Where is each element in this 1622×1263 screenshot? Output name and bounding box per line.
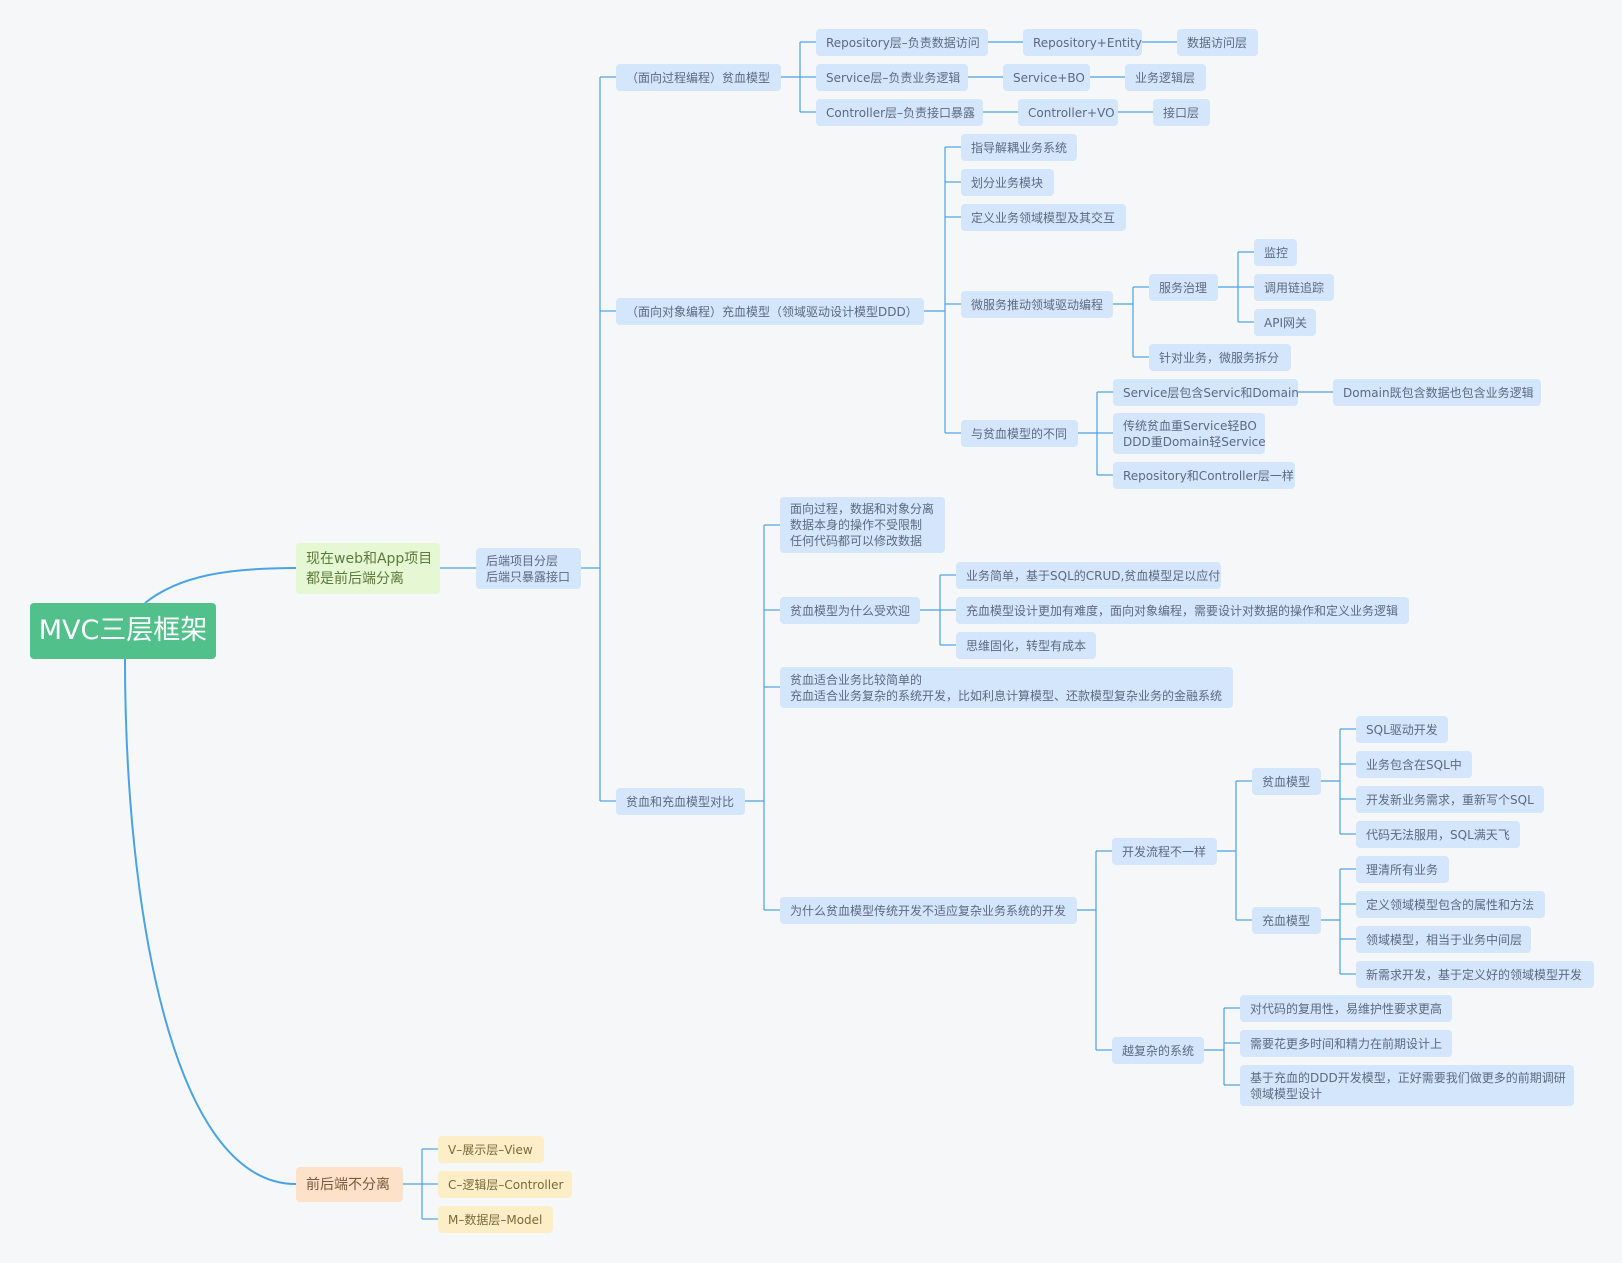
topic-service-layer[interactable]: Service层–负责业务逻辑 — [816, 64, 968, 91]
topic-fit-scenarios[interactable]: 贫血适合业务比较简单的 充血适合业务复杂的系统开发，比如利息计算模型、还款模型复… — [780, 667, 1233, 708]
topic-domain-data-and-logic[interactable]: Domain既包含数据也包含业务逻辑 — [1333, 379, 1541, 406]
topic-data-access-layer[interactable]: 数据访问层 — [1177, 29, 1258, 56]
topic-anemic-flow[interactable]: 贫血模型 — [1252, 768, 1321, 795]
topic-why-anemic-unfit[interactable]: 为什么贫血模型传统开发不适应复杂业务系统的开发 — [780, 897, 1077, 924]
topic-more-upfront-design[interactable]: 需要花更多时间和精力在前期设计上 — [1240, 1030, 1452, 1057]
topic-define-domain-props[interactable]: 定义领域模型包含的属性和方法 — [1356, 891, 1545, 918]
topic-anemic-model[interactable]: （面向过程编程）贫血模型 — [616, 64, 781, 91]
connector-line — [144, 567, 297, 604]
topic-dev-flow-differs[interactable]: 开发流程不一样 — [1112, 838, 1217, 865]
topic-not-separated[interactable]: 前后端不分离 — [296, 1167, 403, 1202]
topic-service-governance[interactable]: 服务治理 — [1149, 274, 1218, 301]
topic-service-contains-domain[interactable]: Service层包含Servic和Domain — [1113, 379, 1299, 406]
topic-new-sql[interactable]: 开发新业务需求，重新写个SQL — [1356, 786, 1544, 813]
topic-controller-layer[interactable]: C–逻辑层–Controller — [438, 1171, 572, 1198]
topic-repository-entity[interactable]: Repository+Entity — [1023, 29, 1142, 56]
topic-api-gateway[interactable]: API网关 — [1254, 309, 1316, 336]
topic-model-layer[interactable]: M–数据层–Model — [438, 1206, 553, 1233]
root-topic[interactable]: MVC三层框架 — [30, 603, 216, 659]
topic-simple-crud[interactable]: 业务简单，基于SQL的CRUD,贫血模型足以应付 — [956, 562, 1221, 589]
topic-decouple[interactable]: 指导解耦业务系统 — [961, 134, 1077, 161]
topic-no-reuse[interactable]: 代码无法服用，SQL满天飞 — [1356, 821, 1520, 848]
topic-reuse-maintainability[interactable]: 对代码的复用性，易维护性要求更高 — [1240, 995, 1452, 1022]
topic-new-dev-on-domain[interactable]: 新需求开发，基于定义好的领域模型开发 — [1356, 961, 1594, 988]
topic-controller-vo[interactable]: Controller+VO — [1018, 99, 1118, 126]
topic-more-complex[interactable]: 越复杂的系统 — [1112, 1037, 1204, 1064]
topic-ddd-more-research[interactable]: 基于充血的DDD开发模型，正好需要我们做更多的前期调研 领域模型设计 — [1240, 1065, 1574, 1106]
topic-rich-harder[interactable]: 充血模型设计更加有难度，面向对象编程，需要设计对数据的操作和定义业务逻辑 — [956, 597, 1409, 624]
topic-sql-driven[interactable]: SQL驱动开发 — [1356, 716, 1448, 743]
topic-service-bo[interactable]: Service+BO — [1003, 64, 1090, 91]
topic-rich-model-ddd[interactable]: （面向对象编程）充血模型（领域驱动设计模型DDD） — [616, 298, 924, 325]
topic-repository-layer[interactable]: Repository层–负责数据访问 — [816, 29, 988, 56]
topic-why-anemic-popular[interactable]: 贫血模型为什么受欢迎 — [780, 597, 920, 624]
topic-repository-controller-same[interactable]: Repository和Controller层一样 — [1113, 462, 1295, 489]
topic-microservices-ddd[interactable]: 微服务推动领域驱动编程 — [961, 291, 1113, 318]
topic-view-layer[interactable]: V–展示层–View — [438, 1136, 544, 1163]
topic-frontend-backend-separated[interactable]: 现在web和App项目 都是前后端分离 — [296, 543, 440, 594]
connector-line — [124, 658, 297, 1185]
topic-domain-middle-layer[interactable]: 领域模型，相当于业务中间层 — [1356, 926, 1531, 953]
topic-backend-layering[interactable]: 后端项目分层 后端只暴露接口 — [476, 548, 581, 589]
topic-business-logic-layer[interactable]: 业务逻辑层 — [1125, 64, 1206, 91]
topic-business-in-sql[interactable]: 业务包含在SQL中 — [1356, 751, 1472, 778]
topic-procedural-separation[interactable]: 面向过程，数据和对象分离 数据本身的操作不受限制 任何代码都可以修改数据 — [780, 497, 945, 553]
topic-traditional-vs-ddd[interactable]: 传统贫血重Service轻BO DDD重Domain轻Service — [1113, 413, 1266, 454]
topic-mindset-cost[interactable]: 思维固化，转型有成本 — [956, 632, 1096, 659]
topic-call-tracing[interactable]: 调用链追踪 — [1254, 274, 1334, 301]
topic-rich-flow[interactable]: 充血模型 — [1252, 907, 1321, 934]
topic-anemic-vs-rich[interactable]: 贫血和充血模型对比 — [616, 788, 745, 815]
topic-divide-modules[interactable]: 划分业务模块 — [961, 169, 1054, 196]
topic-controller-layer-api[interactable]: Controller层–负责接口暴露 — [816, 99, 983, 126]
topic-difference-from-anemic[interactable]: 与贫血模型的不同 — [961, 420, 1078, 447]
topic-microservice-split[interactable]: 针对业务，微服务拆分 — [1149, 344, 1291, 371]
topic-api-layer[interactable]: 接口层 — [1153, 99, 1210, 126]
topic-define-domain-model[interactable]: 定义业务领域模型及其交互 — [961, 204, 1126, 231]
topic-clarify-business[interactable]: 理清所有业务 — [1356, 856, 1449, 883]
topic-monitoring[interactable]: 监控 — [1254, 239, 1297, 266]
